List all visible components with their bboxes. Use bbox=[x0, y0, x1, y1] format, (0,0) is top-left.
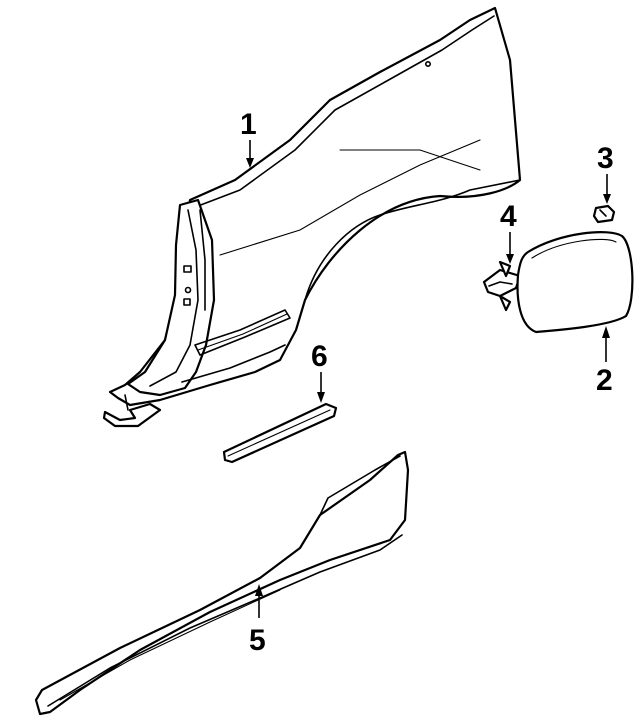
callout-1: 1 bbox=[240, 108, 257, 168]
callout-2: 2 bbox=[596, 326, 613, 397]
leader-arrow-2 bbox=[602, 326, 610, 338]
callout-label-1: 1 bbox=[240, 108, 257, 141]
quarter-panel bbox=[102, 6, 522, 428]
callout-label-4: 4 bbox=[500, 200, 517, 233]
callout-3: 3 bbox=[597, 142, 614, 204]
callout-4: 4 bbox=[500, 200, 517, 264]
leader-arrow-3 bbox=[603, 194, 611, 204]
leader-arrow-5 bbox=[255, 584, 263, 596]
fuel-door bbox=[516, 231, 634, 334]
callout-label-3: 3 bbox=[597, 142, 614, 175]
fuel-door-hinge bbox=[482, 260, 522, 312]
callout-label-5: 5 bbox=[249, 624, 266, 657]
leader-arrow-4 bbox=[506, 254, 514, 264]
callout-6: 6 bbox=[311, 340, 328, 403]
rocker-molding bbox=[34, 450, 410, 716]
door-molding bbox=[222, 402, 338, 464]
callout-5: 5 bbox=[249, 584, 266, 657]
leader-arrow-1 bbox=[246, 158, 254, 168]
callout-label-2: 2 bbox=[596, 364, 613, 397]
leader-arrow-6 bbox=[317, 392, 325, 403]
bumper-clip bbox=[592, 204, 616, 224]
callout-label-6: 6 bbox=[311, 340, 328, 373]
